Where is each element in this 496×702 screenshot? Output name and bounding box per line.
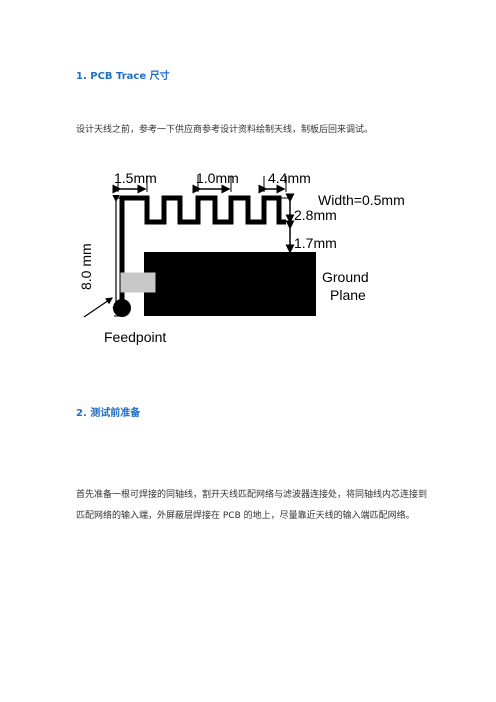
ground-plane [144,252,316,316]
label-gap: 1.7mm [294,235,337,251]
label-dim-right: 4.4mm [268,170,311,186]
section-2-body: 首先准备一根可焊接的同轴线，割开天线匹配网络与滤波器连接处，将同轴线内芯连接到匹… [76,490,428,521]
pcb-antenna-diagram: 1.5mm 1.0mm 4.4mm Width=0.5mm 2.8mm 1.7m… [76,162,416,355]
antenna-trace [119,195,286,310]
label-dim-left: 1.5mm [114,170,157,186]
label-ground: Ground [322,269,369,285]
label-plane: Plane [330,287,366,303]
feed-pad [120,272,156,293]
section-1-heading: 1. PCB Trace 尺寸 [76,71,170,82]
feedpoint-arrow [83,297,113,318]
label-dim-middle: 1.0mm [196,170,239,186]
label-meander-height: 2.8mm [294,207,337,223]
section-1-intro: 设计天线之前，参考一下供应商参考设计资料绘制天线，制板后回来调试。 [76,125,374,135]
label-width: Width=0.5mm [318,192,405,208]
label-total-height: 8.0 mm [78,243,94,290]
section-2-heading: 2. 测试前准备 [76,408,141,419]
label-feedpoint: Feedpoint [104,329,166,345]
